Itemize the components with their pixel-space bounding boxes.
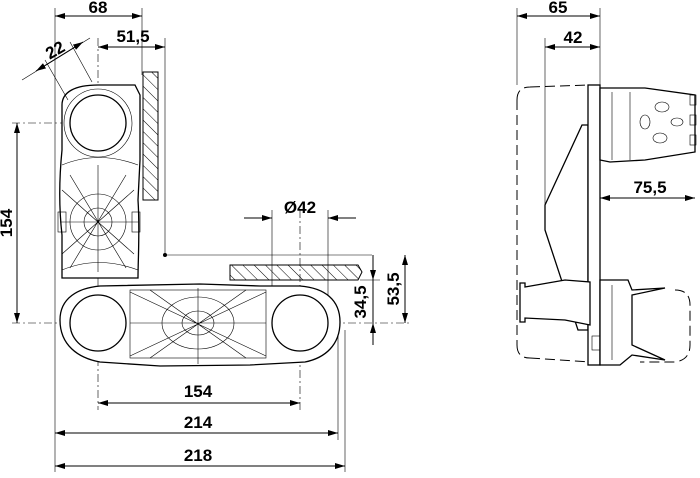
upper-clamp-side [599, 87, 697, 163]
wall-section [142, 71, 159, 201]
front-view: 68 51,5 22 154 Ø42 34,5 53,5 154 214 218 [0, 0, 412, 472]
mounting-plate [587, 84, 601, 366]
dim-214: 214 [184, 413, 213, 432]
floor-section [229, 264, 363, 281]
dim-42-side: 42 [564, 28, 583, 47]
side-view: 65 42 75,5 [516, 0, 697, 366]
dim-diameter-42: Ø42 [284, 198, 316, 217]
dim-51-5: 51,5 [116, 27, 149, 46]
dim-218: 218 [184, 446, 212, 465]
lower-clamp [59, 283, 341, 367]
lower-clamp-side [519, 279, 666, 366]
dim-53-5: 53,5 [384, 272, 403, 305]
dim-65: 65 [549, 0, 568, 17]
dim-34-5: 34,5 [351, 285, 370, 318]
dim-68: 68 [89, 0, 108, 17]
reference-point [163, 253, 167, 257]
upper-clamp [57, 84, 141, 279]
dim-75-5: 75,5 [633, 178, 666, 197]
dim-154-horizontal: 154 [184, 382, 213, 401]
dim-154-vertical: 154 [0, 208, 16, 237]
dim-22: 22 [42, 37, 68, 63]
